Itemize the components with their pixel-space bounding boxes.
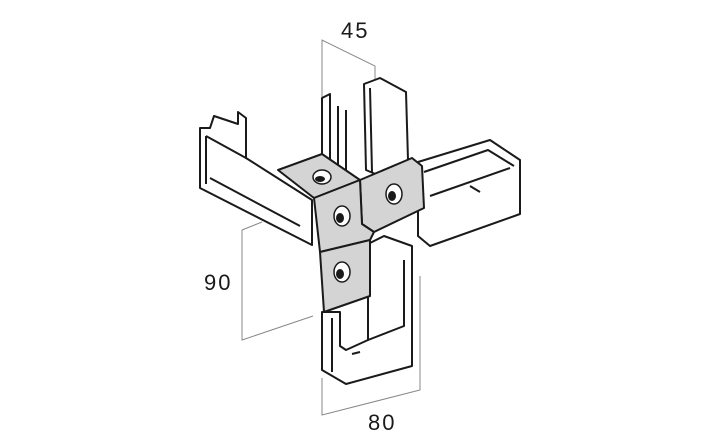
left-channel — [199, 111, 313, 246]
dimension-label-left: 90 — [204, 270, 233, 295]
dim-bottom-line — [321, 276, 421, 416]
bottom-channel — [321, 235, 413, 385]
right-channel — [417, 139, 521, 247]
dimension-lines — [241, 39, 421, 416]
dim-top-line — [321, 39, 376, 104]
right-channel-inner — [423, 149, 515, 197]
dim-left-line — [241, 230, 314, 341]
bolt-hole-shadows — [315, 176, 396, 279]
bottom-channel-inner — [331, 260, 405, 372]
dimension-label-top: 45 — [341, 18, 370, 43]
dimension-label-bottom: 80 — [368, 410, 397, 435]
left-channel-inner — [205, 135, 301, 227]
channels — [199, 77, 521, 385]
dim-left-ext — [241, 221, 263, 231]
